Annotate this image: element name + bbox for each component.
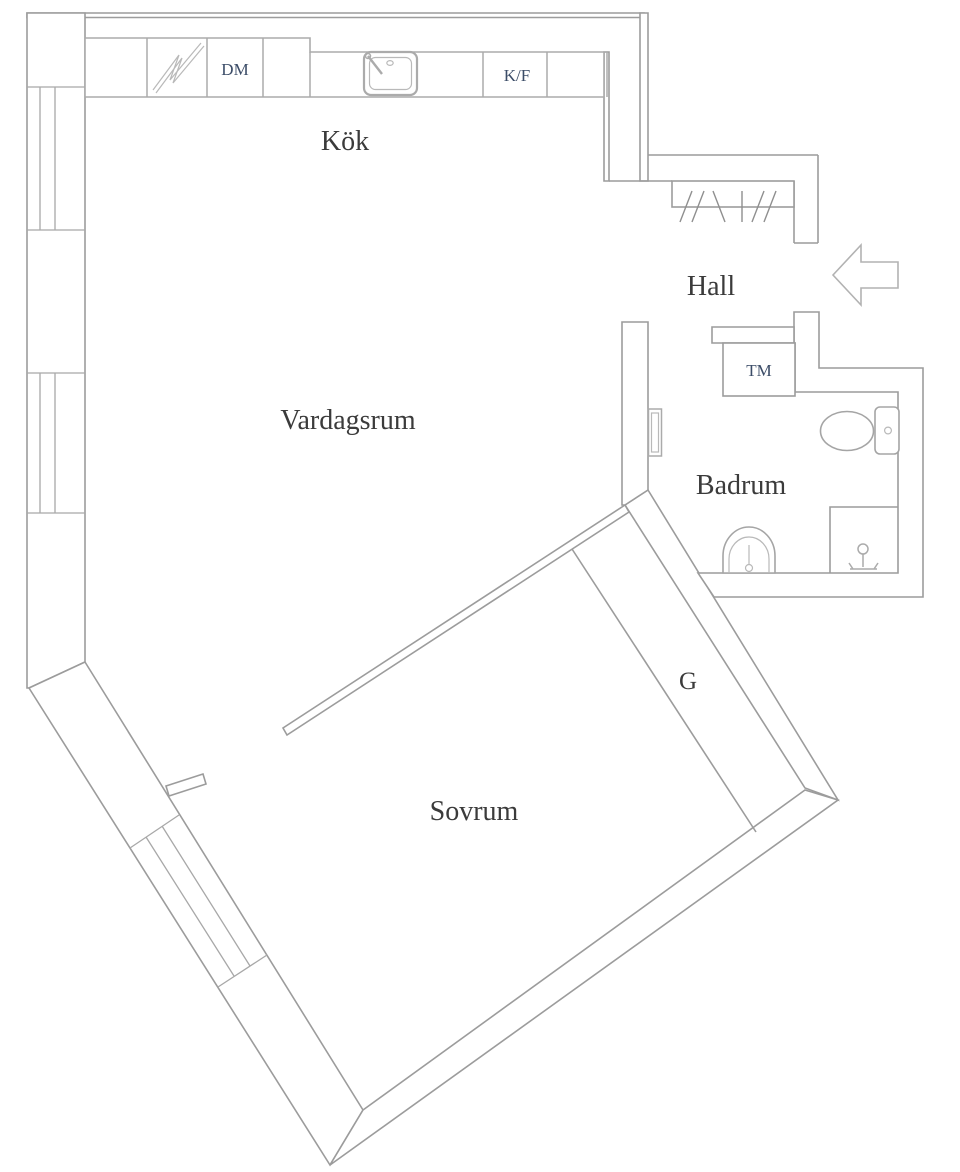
stove-icon	[152, 42, 205, 94]
wall-left	[26, 12, 86, 689]
walls	[26, 12, 924, 1167]
washing-machine	[722, 342, 796, 397]
window-icon-left-upper	[27, 86, 85, 231]
washing-machine-label: TM	[746, 361, 772, 380]
entrance-arrow-icon	[831, 242, 899, 308]
wall-kitchen-right	[639, 12, 649, 182]
wall-top	[26, 12, 645, 19]
kitchen-sink-icon	[362, 50, 419, 97]
coat-rack-icon	[609, 180, 795, 223]
kitchen-label: Kök	[321, 126, 369, 157]
windows	[27, 86, 268, 988]
wall-hall-top	[648, 154, 819, 244]
dishwasher-label: DM	[221, 60, 248, 79]
radiator-icon	[647, 408, 663, 457]
hall-label: Hall	[687, 271, 735, 302]
window-icon-bedroom	[129, 814, 268, 988]
wall-partition-bedroom	[281, 503, 631, 737]
labels: Kök Vardagsrum Hall Badrum Sovrum G DM K…	[221, 60, 786, 827]
bathroom-label: Badrum	[696, 470, 786, 501]
wall-hall-bathroom-bar	[711, 326, 795, 344]
fridge-freezer-label: K/F	[504, 66, 530, 85]
bedroom-label: Sovrum	[430, 796, 519, 827]
window-icon-left-lower	[27, 372, 85, 514]
toilet-icon	[819, 406, 900, 455]
washbasin-icon	[722, 526, 776, 574]
bedroom-door-jamb	[165, 772, 207, 798]
shower-icon	[829, 506, 898, 573]
living-room-label: Vardagsrum	[280, 405, 416, 436]
wall-southeast	[329, 789, 840, 1166]
closet-label: G	[679, 668, 697, 695]
closet-wall-line	[571, 548, 757, 833]
wall-living-bathroom	[621, 321, 649, 506]
kitchen-counter	[84, 37, 608, 98]
wall-southwest	[27, 660, 364, 1167]
